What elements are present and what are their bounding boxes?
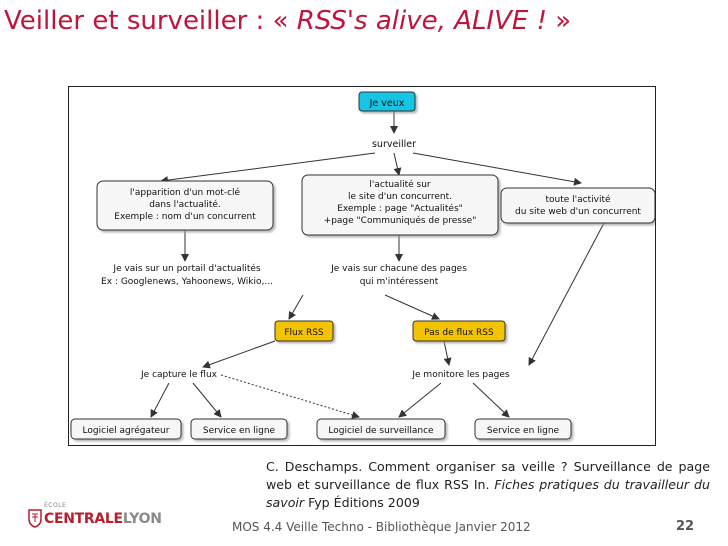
node-service-en-ligne-2: Service en ligne	[474, 418, 572, 440]
node-logiciel-surveillance: Logiciel de surveillance	[316, 418, 446, 440]
node-flux-rss: Flux RSS	[274, 320, 334, 342]
svg-text:dans l'actualité.: dans l'actualité.	[149, 199, 221, 210]
label-portail: Je vais sur un portail d'actualités	[112, 263, 260, 274]
page-number: 22	[676, 519, 695, 534]
svg-text:Logiciel agrégateur: Logiciel agrégateur	[83, 425, 170, 436]
label-pages: Je vais sur chacune des pages	[330, 264, 467, 274]
node-mot-cle: l'apparition d'un mot-clé dans l'actuali…	[96, 180, 274, 231]
citation-text: C. Deschamps. Comment organiser sa veill…	[266, 459, 710, 510]
label-monitore: Je monitore les pages	[411, 370, 510, 380]
svg-text:Pas de flux RSS: Pas de flux RSS	[424, 328, 494, 338]
svg-text:le site d'un concurrent.: le site d'un concurrent.	[348, 192, 452, 202]
logo-ecole-text: ÉCOLE	[44, 502, 67, 509]
svg-text:Flux RSS: Flux RSS	[284, 328, 324, 338]
node-logiciel-agregateur: Logiciel agrégateur	[70, 418, 182, 440]
node-activite: toute l'activité du site web d'un concur…	[500, 187, 656, 224]
node-actualite: l'actualité sur le site d'un concurrent.…	[301, 174, 499, 236]
logo-name-text: CENTRALELYON	[44, 511, 162, 527]
svg-text:l'actualité sur: l'actualité sur	[369, 179, 431, 190]
label-portail-ex: Ex : Googlenews, Yahoonews, Wikio,...	[101, 277, 273, 287]
slide-title: Veiller et surveiller : « RSS's alive, A…	[4, 6, 572, 36]
svg-text:l'apparition d'un mot-clé: l'apparition d'un mot-clé	[130, 187, 241, 198]
label-pages-2: qui m'intéressent	[360, 276, 439, 287]
svg-text:toute l'activité: toute l'activité	[545, 194, 610, 205]
svg-text:Logiciel de surveillance: Logiciel de surveillance	[328, 426, 434, 436]
svg-text:du site web d'un concurrent: du site web d'un concurrent	[515, 207, 641, 217]
label-surveiller: surveiller	[372, 139, 416, 150]
svg-text:Service en ligne: Service en ligne	[203, 426, 276, 436]
centrale-lyon-logo: ÉCOLE CENTRALELYON	[28, 502, 162, 542]
mind-map-diagram: Je veux surveiller l'apparition d'un mot…	[68, 86, 656, 446]
node-je-veux: Je veux	[358, 91, 416, 112]
svg-text:Service en ligne: Service en ligne	[487, 426, 560, 436]
shield-icon	[28, 509, 42, 528]
node-service-en-ligne-1: Service en ligne	[190, 418, 288, 440]
footer-text: MOS 4.4 Veille Techno - Bibliothèque Jan…	[232, 520, 531, 534]
node-pas-de-flux-rss: Pas de flux RSS	[412, 320, 506, 342]
connector-lines	[150, 111, 605, 419]
svg-text:Exemple : page "Actualités": Exemple : page "Actualités"	[337, 203, 463, 214]
label-capture: Je capture le flux	[140, 370, 218, 380]
svg-text:Exemple : nom d'un concurrent: Exemple : nom d'un concurrent	[114, 212, 256, 222]
svg-text:+page "Communiqués de presse": +page "Communiqués de presse"	[324, 215, 477, 226]
svg-text:Je veux: Je veux	[369, 98, 405, 109]
